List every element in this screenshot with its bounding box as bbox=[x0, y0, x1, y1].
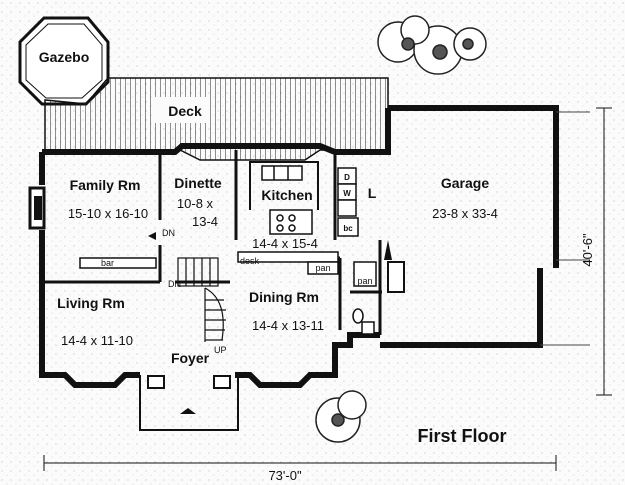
fireplace-firebox bbox=[34, 196, 42, 220]
pantry-2 bbox=[353, 261, 377, 287]
tree-top-right bbox=[377, 15, 487, 75]
living-room-name: Living Rm bbox=[57, 295, 125, 311]
dimension-lines bbox=[43, 107, 612, 471]
garage-name: Garage bbox=[441, 175, 489, 191]
appliance-column bbox=[337, 167, 359, 237]
deck-label-bg bbox=[152, 97, 210, 123]
family-room-size: 15-10 x 16-10 bbox=[68, 206, 148, 221]
pantry-1 bbox=[307, 261, 339, 275]
powder-room bbox=[352, 308, 375, 335]
entry-porch bbox=[139, 375, 239, 431]
bar-counter bbox=[79, 257, 157, 269]
exterior-walls bbox=[39, 108, 391, 388]
floor-title: First Floor bbox=[418, 426, 507, 446]
garage-step bbox=[387, 261, 405, 293]
width-dimension: 73'-0" bbox=[268, 468, 302, 483]
stairs-down-label: DN bbox=[168, 279, 181, 289]
broom-closet-label: bc bbox=[343, 224, 353, 233]
stairs bbox=[177, 257, 226, 342]
kitchen-counters bbox=[237, 161, 339, 263]
gazebo: Gazebo bbox=[18, 16, 110, 106]
kitchen-size: 14-4 x 15-4 bbox=[252, 236, 318, 251]
family-down-label: DN bbox=[162, 228, 175, 238]
dinette-size-line2: 13-4 bbox=[192, 214, 218, 229]
pantry-1-label: pan bbox=[315, 263, 330, 273]
bar-label: bar bbox=[101, 258, 114, 268]
tree-bottom bbox=[315, 390, 367, 443]
dining-room-name: Dining Rm bbox=[249, 289, 319, 305]
garage-size: 23-8 x 33-4 bbox=[432, 206, 498, 221]
stairs-up-label: UP bbox=[214, 345, 227, 355]
depth-dimension: 40'-6" bbox=[580, 233, 595, 267]
desk-label: desk bbox=[240, 256, 260, 266]
pantry-2-label: pan bbox=[357, 276, 372, 286]
living-room-size: 14-4 x 11-10 bbox=[61, 333, 133, 348]
laundry-label: L bbox=[368, 185, 377, 201]
family-room-name: Family Rm bbox=[70, 177, 141, 193]
washer-label: W bbox=[343, 189, 351, 198]
down-arrow-icon bbox=[148, 232, 156, 240]
dryer-label: D bbox=[344, 173, 350, 182]
kitchen-name: Kitchen bbox=[261, 187, 312, 203]
deck-label: Deck bbox=[168, 103, 202, 119]
dinette-size-line1: 10-8 x bbox=[177, 196, 214, 211]
dining-room-size: 14-4 x 13-11 bbox=[252, 318, 324, 333]
garage-door-marker bbox=[384, 240, 392, 260]
gazebo-label: Gazebo bbox=[39, 49, 90, 65]
dinette-name: Dinette bbox=[174, 175, 222, 191]
foyer-name: Foyer bbox=[171, 350, 210, 366]
driveway-lines bbox=[540, 111, 590, 346]
